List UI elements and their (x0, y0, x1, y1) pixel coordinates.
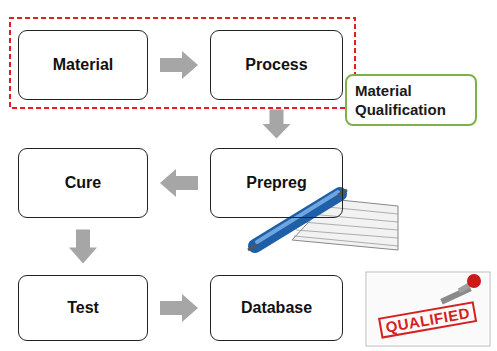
stamp-knob (467, 274, 481, 288)
database-box: Database (210, 275, 343, 341)
stamp-frame (366, 272, 490, 346)
group-bracket (10, 18, 355, 108)
fiber-line (296, 230, 398, 238)
flow-arrow (160, 169, 198, 197)
fiber-line (294, 236, 398, 246)
flow-arrow (263, 110, 291, 139)
qualification-callout: Material Qualification (345, 74, 477, 126)
flow-arrow (160, 51, 198, 79)
roller-axle (248, 245, 257, 250)
node-label: Database (241, 299, 312, 317)
node-label: Material Qualification (355, 81, 475, 119)
qualified-stamp-illustration (366, 272, 490, 346)
stamp-ground (368, 274, 488, 344)
cure-box: Cure (18, 148, 148, 218)
fiber-line (302, 222, 398, 230)
fiber-line (310, 214, 398, 222)
roller-highlight (257, 192, 338, 242)
roller-body (255, 194, 340, 246)
node-label: Prepreg (246, 174, 306, 192)
prepreg-roller-illustration (248, 190, 398, 250)
node-label: Process (245, 56, 307, 74)
prepreg-box: Prepreg (210, 148, 343, 218)
node-label: Material (53, 56, 113, 74)
node-label: Cure (65, 174, 101, 192)
flow-arrow (160, 294, 198, 322)
process-box: Process (210, 30, 343, 100)
flow-arrow (69, 229, 97, 263)
node-label: Test (67, 299, 99, 317)
test-box: Test (18, 275, 148, 341)
material-box: Material (18, 30, 148, 100)
